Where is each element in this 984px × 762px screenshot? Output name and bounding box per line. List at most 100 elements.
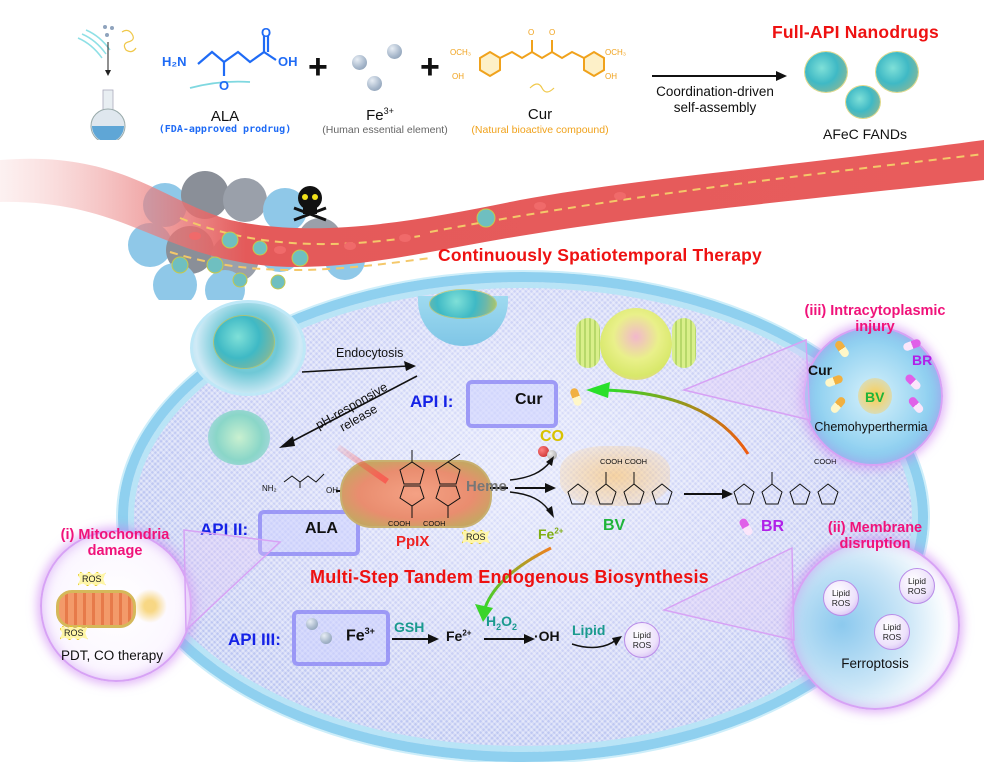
- api1-value: Cur: [515, 391, 543, 408]
- ppix-cooh-1: COOH: [388, 519, 411, 528]
- fenton-fe2: Fe2+: [446, 628, 472, 644]
- mitochondria-caption: PDT, CO therapy: [60, 648, 164, 663]
- disassembled-nanodrug: [208, 410, 270, 465]
- arrow-head: [524, 634, 535, 644]
- mitochondrion-icon: [56, 590, 136, 628]
- mitochondria-title-2: damage: [87, 543, 143, 559]
- bv-label: BV: [603, 517, 626, 534]
- heme-to-co-arrow: [509, 456, 554, 481]
- skull-icon: [293, 186, 327, 222]
- inset-cur-label: Cur: [808, 362, 833, 378]
- lipid-ros-line-2: ROS: [907, 586, 927, 596]
- bv-structure: [567, 472, 673, 505]
- lipid-ros-line-2: ROS: [882, 632, 902, 642]
- fe-ion-ball: [367, 76, 382, 91]
- cur-oh-left: OH: [452, 72, 464, 81]
- intracytoplasmic-title-1: (iii) Intracytoplasmic: [804, 303, 946, 319]
- biosynthesis-heading: Multi-Step Tandem Endogenous Biosynthesi…: [310, 567, 709, 587]
- gsh-label: GSH: [394, 619, 425, 635]
- cur-och3-left: OCH₃: [450, 48, 472, 57]
- inset-bv-label: BV: [865, 389, 885, 405]
- flask-icon: [77, 25, 137, 140]
- ala-o2-label: O: [261, 25, 272, 40]
- h2o2-label: H2O2: [486, 613, 518, 632]
- process-line-2: self-assembly: [673, 100, 757, 115]
- plus-sign-2: +: [420, 48, 440, 86]
- ppix-label: PpIX: [396, 533, 430, 550]
- lipid-ros-line-2: ROS: [632, 640, 652, 650]
- arrow-head: [722, 489, 733, 499]
- arrow-head: [545, 483, 556, 493]
- gsh-arrow: [392, 638, 430, 640]
- mitochondria-title-1: (i) Mitochondria: [60, 527, 170, 543]
- lipid-arrow: [571, 636, 622, 649]
- lipid-ros-line-1: Lipid: [883, 622, 901, 632]
- tumor-vessel-illustration: [0, 140, 984, 300]
- api1-box: [466, 380, 558, 428]
- cur-o1: O: [528, 28, 535, 37]
- br-label: BR: [761, 518, 785, 535]
- membrane-title-2: disruption: [839, 536, 911, 552]
- bv-cooh-label: COOH COOH: [600, 457, 648, 466]
- hydroxyl-radical: ·OH: [534, 628, 560, 644]
- api2-value: ALA: [305, 520, 338, 537]
- product-title: Full-API Nanodrugs: [772, 22, 939, 42]
- lipid-ros-line-2: ROS: [831, 598, 851, 608]
- br-structure: [733, 472, 839, 505]
- inset-pointer: [183, 529, 282, 632]
- process-line-1: Coordination-driven: [656, 84, 774, 99]
- process-label: Coordination-driven self-assembly: [645, 84, 785, 116]
- fe-ion-ball: [352, 55, 367, 70]
- h2o2-arrow: [484, 638, 526, 640]
- release-arrow: [279, 375, 418, 448]
- api1-label: API I:: [410, 392, 454, 411]
- curcumin-structure: [479, 40, 605, 93]
- arrow-head: [776, 71, 787, 81]
- cur-oh-right: OH: [605, 72, 617, 81]
- ala-name: ALA: [210, 108, 240, 125]
- self-assembly-arrow: [652, 75, 777, 77]
- mitochondria-title: (i) Mitochondria damage: [30, 527, 200, 559]
- ala-oh-label: OH: [278, 54, 298, 69]
- fe-ion-ball: [306, 618, 318, 630]
- ala-subtitle: (FDA-approved prodrug): [158, 124, 292, 135]
- membrane-title-1: (ii) Membrane: [827, 520, 923, 536]
- bv-to-br-arrow: [684, 493, 724, 495]
- mitochondrion: [340, 460, 492, 528]
- cur-subtitle: (Natural bioactive compound): [471, 124, 609, 136]
- nanodrug-particle: [805, 52, 847, 92]
- lipid-ros-bubble: Lipid ROS: [874, 614, 910, 650]
- ala-structure: [189, 36, 277, 89]
- nanodrug-particle: [876, 52, 918, 92]
- api3-value: Fe3+: [346, 626, 375, 645]
- fe-ion-ball: [320, 632, 332, 644]
- lipid-ros-line-1: Lipid: [832, 588, 850, 598]
- membrane-caption: Ferroptosis: [841, 656, 909, 671]
- heme-label: Heme: [466, 478, 507, 495]
- inset-pointer: [661, 546, 795, 641]
- inset-flame: [858, 378, 892, 414]
- fe2-to-fenton-arrow: [475, 546, 552, 622]
- api2-box: [258, 510, 360, 556]
- arrow-head: [428, 634, 439, 644]
- cell-nucleus: [600, 308, 672, 380]
- lipid-ros-bubble: Lipid ROS: [624, 622, 660, 658]
- heme-to-bv-arrow: [515, 487, 547, 489]
- intracytoplasmic-inset: [803, 326, 943, 466]
- ppix-cooh-2: COOH: [423, 519, 446, 528]
- lipid-ros-bubble: Lipid ROS: [899, 568, 935, 604]
- fe2-label: Fe2+: [538, 526, 564, 542]
- therapy-heading: Continuously Spatiotemporal Therapy: [438, 245, 762, 265]
- ppix-structure: [399, 450, 461, 518]
- api3-box: [292, 610, 390, 666]
- intracytoplasmic-title: (iii) Intracytoplasmic injury: [780, 303, 970, 335]
- fe-subtitle: (Human essential element): [322, 124, 448, 136]
- fe-name: Fe3+: [366, 106, 394, 124]
- lipid-label: Lipid: [572, 622, 606, 638]
- ppix-to-heme-arrow: [490, 487, 508, 489]
- endoplasmic-reticulum: [672, 318, 696, 368]
- heme-to-fe-arrow: [509, 491, 554, 518]
- inset-br-label: BR: [912, 352, 933, 368]
- br-to-cur-arrow: [586, 382, 750, 455]
- intracytoplasmic-title-2: injury: [855, 319, 895, 335]
